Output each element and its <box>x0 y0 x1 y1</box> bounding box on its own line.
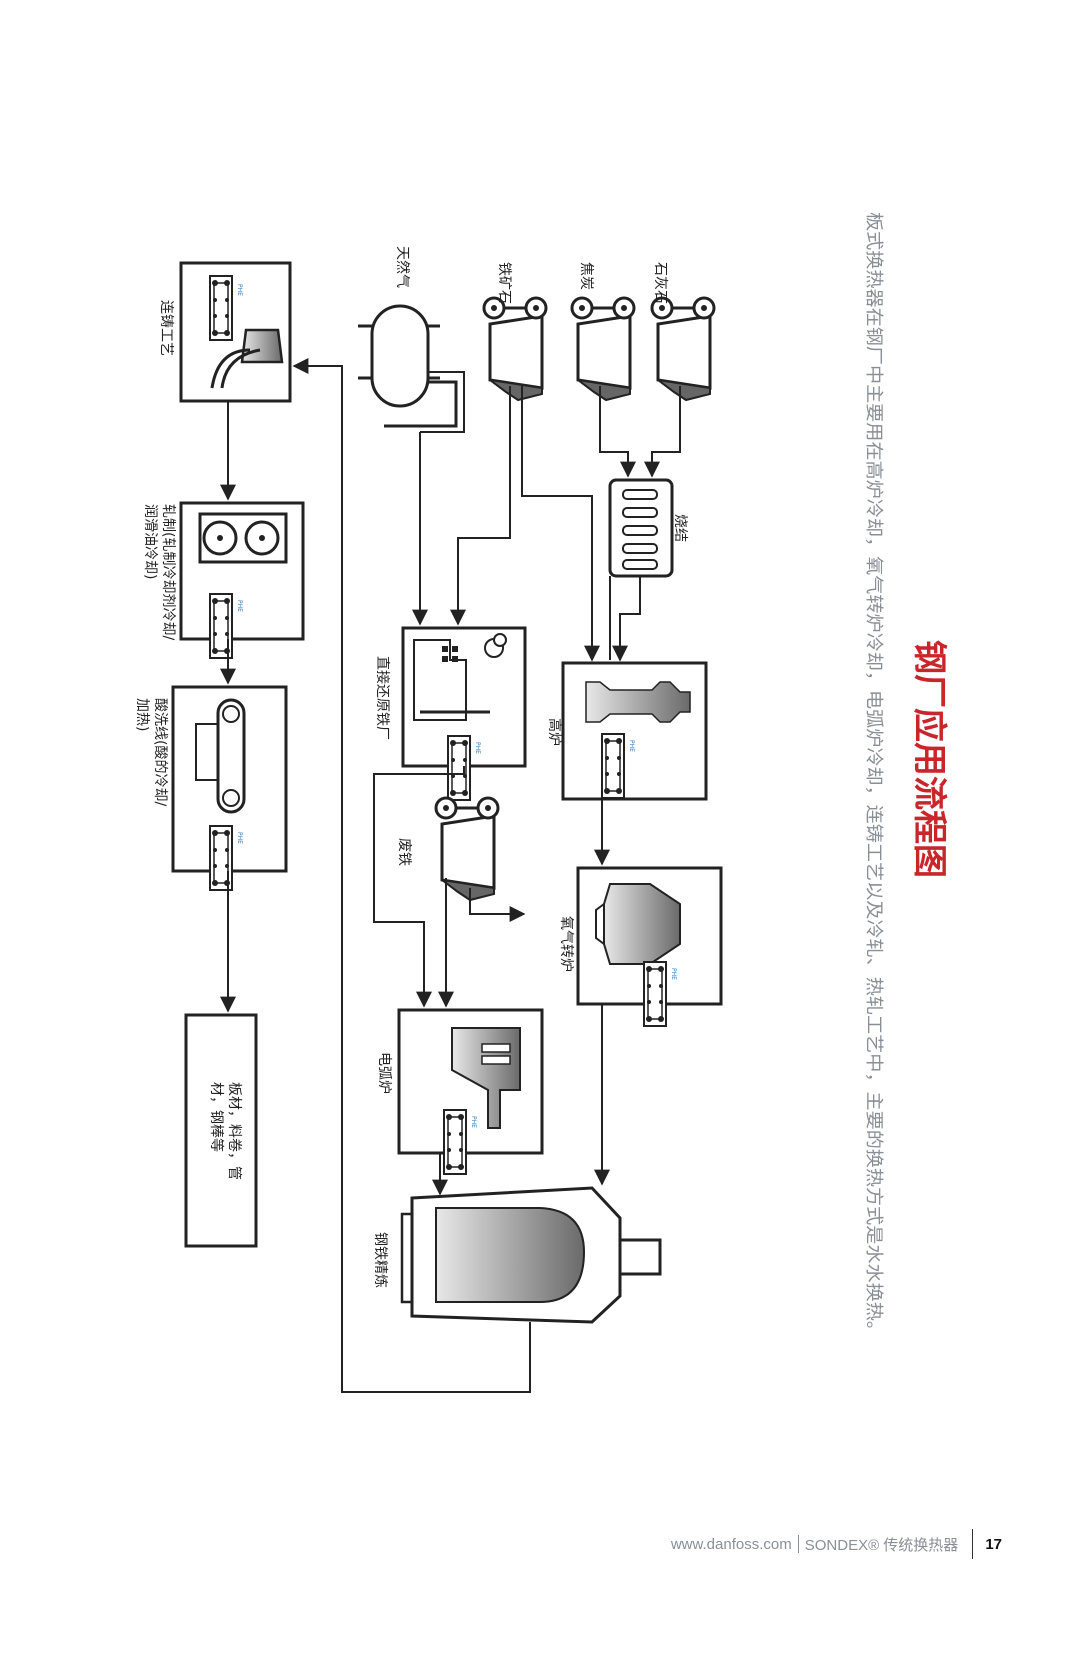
natural-gas-label: 天然气 <box>394 246 411 288</box>
phe-label: PHE <box>470 1116 477 1128</box>
blast-furnace-box: PHE <box>561 661 708 801</box>
phe-label: PHE <box>670 968 677 980</box>
limestone-cart-icon <box>650 296 716 402</box>
rolling-label-line1: 轧制(轧制冷却剂冷却/ <box>160 504 176 640</box>
direct-reduction-label: 直接还原铁厂 <box>374 656 391 740</box>
refining-vessel <box>400 1186 662 1324</box>
products-label-line1: 板材，料卷，管 <box>226 1082 242 1180</box>
footer-page-divider <box>972 1529 974 1559</box>
pickling-label-line1: 酸洗线(酸的冷却/ <box>152 698 168 806</box>
eaf-box: PHE <box>397 1008 544 1175</box>
footer-brand: SONDEX® 传统换热器 <box>804 1536 959 1554</box>
footer-website-link[interactable]: www.danfoss.com <box>670 1535 792 1553</box>
scrap-label: 废铁 <box>396 838 412 866</box>
page-subtitle: 板式换热器在钢厂中主要用在高炉冷却，氧气转炉冷却，电弧炉冷却，连铸工艺以及冷轧、… <box>863 212 884 1340</box>
phe-label: PHE <box>236 832 243 844</box>
footer-page-number: 17 <box>985 1535 1002 1553</box>
eaf-label: 电弧炉 <box>376 1052 392 1094</box>
natural-gas-tank-icon <box>358 304 465 433</box>
phe-label: PHE <box>236 600 243 612</box>
products-box <box>184 1013 258 1248</box>
limestone-label: 石灰石 <box>652 262 668 304</box>
rolling-label-line2: 润滑油冷却) <box>142 504 159 579</box>
continuous-casting-label: 连铸工艺 <box>158 300 174 356</box>
iron-ore-label: 铁矿石 <box>496 262 512 304</box>
coke-label: 焦炭 <box>578 262 594 290</box>
page-footer: www.danfoss.com SONDEX® 传统换热器 17 <box>0 1528 1080 1560</box>
blast-furnace-label: 高炉 <box>546 718 563 746</box>
products-label-line2: 材，钢棒等 <box>208 1082 225 1152</box>
sinter-unit <box>608 478 674 578</box>
refining-label: 钢铁精炼 <box>372 1232 388 1288</box>
pickling-label-line2: 加热) <box>134 698 150 731</box>
flow-arrows <box>220 358 681 1393</box>
phe-label: PHE <box>628 740 635 752</box>
bof-box: PHE <box>576 866 723 1027</box>
iron-ore-cart-icon <box>482 296 548 402</box>
rolling-box: PHE <box>179 501 305 659</box>
sinter-label: 烧结 <box>672 514 688 542</box>
phe-label: PHE <box>474 742 481 754</box>
bof-label: 氧气转炉 <box>558 916 574 972</box>
footer-separator <box>797 1535 799 1553</box>
pickling-box: PHE <box>171 685 288 891</box>
phe-label: PHE <box>236 284 243 296</box>
continuous-casting-box: PHE <box>179 261 292 403</box>
page-title: 钢厂应用流程图 <box>909 640 949 878</box>
coke-cart-icon <box>570 296 636 402</box>
